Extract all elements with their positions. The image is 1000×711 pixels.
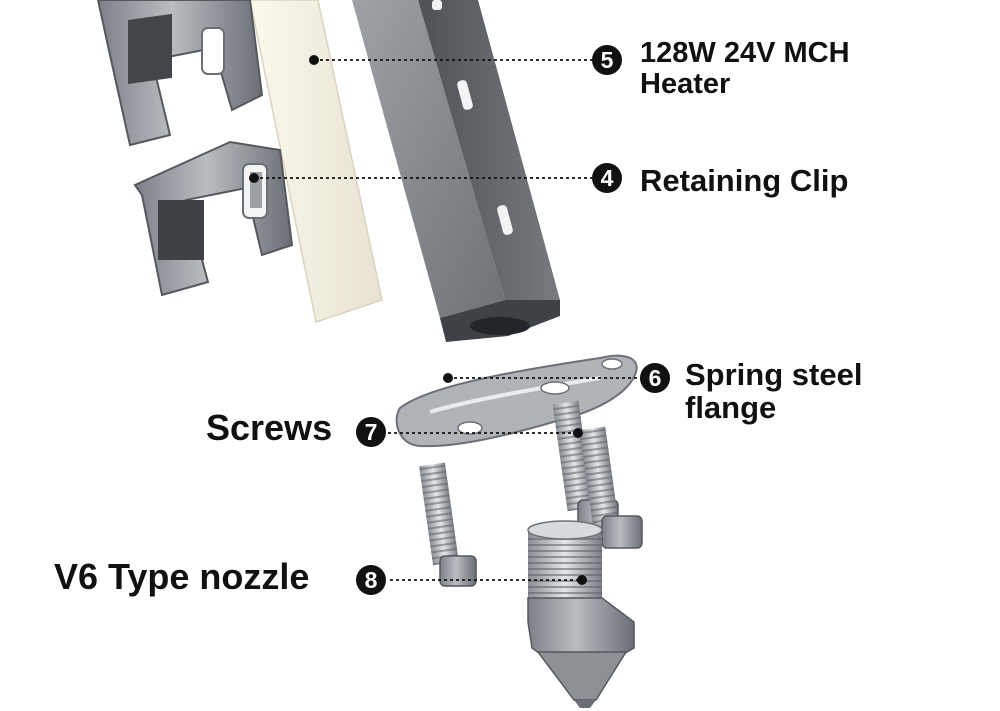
callout-badge-4: 4 bbox=[592, 163, 622, 193]
callout-badge-8: 8 bbox=[356, 565, 386, 595]
v6-nozzle bbox=[527, 520, 635, 708]
heater-label-line1: 128W 24V MCH bbox=[640, 37, 850, 69]
clip-label: Retaining Clip bbox=[640, 163, 849, 198]
callout-badge-7: 7 bbox=[356, 417, 386, 447]
screw-right-back bbox=[579, 426, 643, 549]
flange-label-line2: flange bbox=[685, 390, 777, 426]
heater-label: 128W 24V MCH Heater bbox=[640, 37, 850, 101]
screws-label: Screws bbox=[206, 407, 333, 448]
callout-badge-6: 6 bbox=[640, 363, 670, 393]
callout-badge-5: 5 bbox=[592, 45, 622, 75]
flange-label: Spring steel flange bbox=[685, 358, 862, 425]
mch-heater-block bbox=[352, 0, 560, 342]
retaining-clip-upper bbox=[96, 0, 264, 147]
heater-label-line2: Heater bbox=[640, 68, 731, 101]
ceramic-strip bbox=[249, 0, 383, 323]
leader-lines bbox=[249, 55, 640, 585]
retaining-clip-lower bbox=[133, 140, 294, 297]
nozzle-label: V6 Type nozzle bbox=[54, 556, 310, 597]
screw-left bbox=[419, 462, 477, 587]
flange-label-line1: Spring steel bbox=[685, 357, 863, 392]
